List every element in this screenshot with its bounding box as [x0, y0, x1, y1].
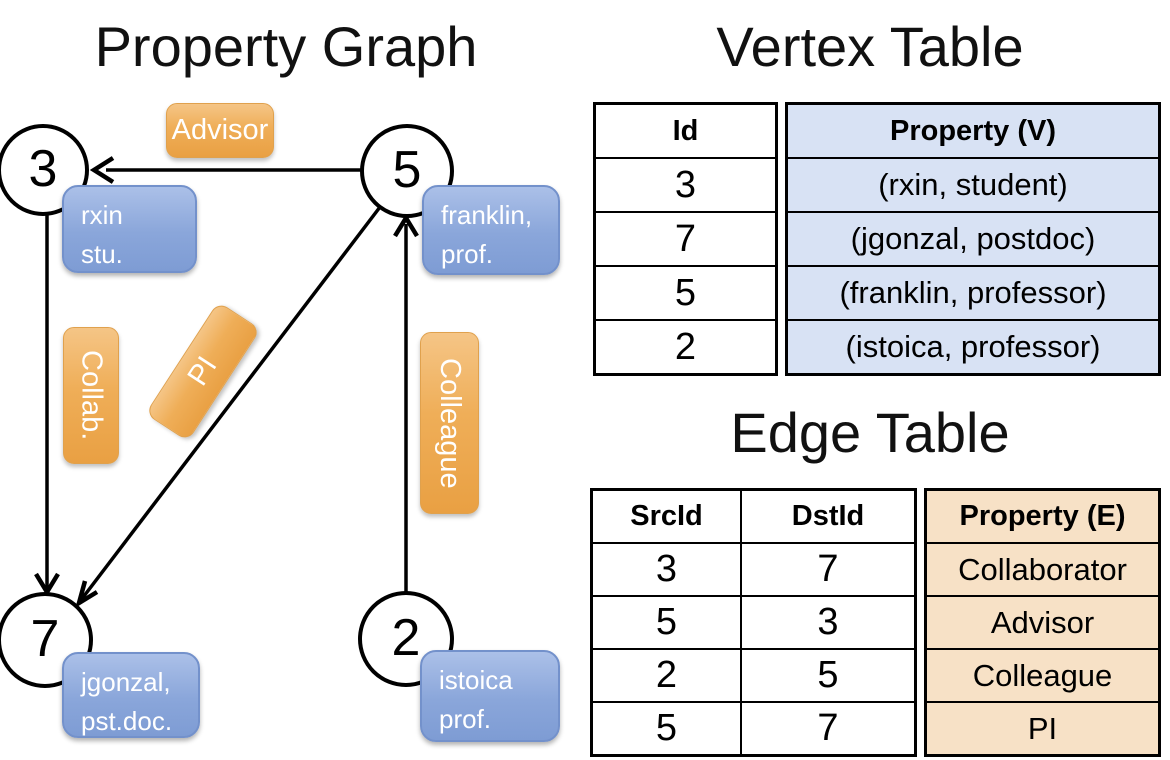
- column-header-property-e: Property (E): [927, 491, 1158, 542]
- table-cell: Collaborator: [927, 542, 1158, 595]
- table-cell: Advisor: [927, 595, 1158, 648]
- vertex-property-line: prof.: [441, 239, 494, 269]
- table-cell: 7: [817, 548, 839, 590]
- edge-label-collab: Collab.: [63, 327, 119, 464]
- edge-table-property-column: Property (E) Collaborator Advisor Collea…: [924, 488, 1161, 757]
- vertex-property-line: prof.: [439, 704, 492, 734]
- table-cell: (rxin, student): [788, 157, 1158, 211]
- table-cell: 3: [596, 157, 775, 211]
- table-cell: 5: [817, 654, 839, 696]
- table-cell: 7: [596, 211, 775, 265]
- column-header-id: Id: [672, 114, 699, 147]
- node-label-5: 5: [392, 141, 422, 199]
- table-cell: (istoica, professor): [788, 319, 1158, 373]
- node-label-7: 7: [30, 610, 60, 668]
- vertex-property-line: rxin: [81, 200, 123, 230]
- column-header-property-v: Property (V): [788, 105, 1158, 157]
- arrowhead-at-3: [89, 156, 115, 184]
- table-cell: 5: [593, 703, 742, 754]
- table-cell: 3: [593, 544, 742, 595]
- vertex-property-box-5: franklin, prof.: [422, 185, 560, 275]
- column-header-dstid: DstId: [791, 500, 865, 532]
- edge-label-colleague: Colleague: [420, 332, 479, 514]
- vertex-property-line: pst.doc.: [81, 706, 173, 736]
- vertex-table-property-column: Property (V) (rxin, student) (jgonzal, p…: [785, 102, 1161, 376]
- edge-label-advisor: Advisor: [166, 103, 274, 158]
- table-cell: (jgonzal, postdoc): [788, 211, 1158, 265]
- node-label-2: 2: [391, 609, 421, 667]
- arrowhead-at-5: [393, 213, 419, 238]
- property-graph-title: Property Graph: [94, 15, 478, 78]
- table-cell: 7: [817, 707, 839, 749]
- vertex-property-box-3: rxin stu.: [62, 185, 197, 273]
- edge-table: SrcId DstId 3 7 5 3 2 5 5 7 Property (E)…: [590, 488, 1161, 757]
- vertex-property-line: franklin,: [441, 200, 533, 230]
- vertex-table: Id 3 7 5 2 Property (V) (rxin, student) …: [593, 102, 1161, 376]
- vertex-property-line: istoica: [439, 665, 513, 695]
- vertex-property-line: jgonzal,: [81, 667, 171, 697]
- vertex-property-box-7: jgonzal, pst.doc.: [62, 652, 200, 738]
- arrowhead-at-7-vertical: [34, 572, 60, 597]
- edge-table-id-columns: SrcId DstId 3 7 5 3 2 5 5 7: [590, 488, 917, 757]
- node-label-3: 3: [28, 140, 58, 198]
- edge-line-5-to-7: [79, 205, 382, 602]
- edge-table-title: Edge Table: [730, 401, 1010, 464]
- vertex-table-id-column: Id 3 7 5 2: [593, 102, 778, 376]
- table-cell: Colleague: [927, 648, 1158, 701]
- table-cell: (franklin, professor): [788, 265, 1158, 319]
- table-cell: PI: [927, 701, 1158, 754]
- table-cell: 5: [596, 265, 775, 319]
- vertex-table-title: Vertex Table: [716, 15, 1024, 78]
- table-cell: 2: [596, 319, 775, 373]
- vertex-property-box-2: istoica prof.: [420, 650, 560, 742]
- vertex-property-line: stu.: [81, 239, 123, 269]
- table-cell: 5: [593, 597, 742, 648]
- column-header-srcid: SrcId: [593, 491, 742, 542]
- table-cell: 2: [593, 650, 742, 701]
- table-cell: 3: [817, 601, 839, 643]
- arrowhead-at-7-diagonal: [75, 580, 99, 608]
